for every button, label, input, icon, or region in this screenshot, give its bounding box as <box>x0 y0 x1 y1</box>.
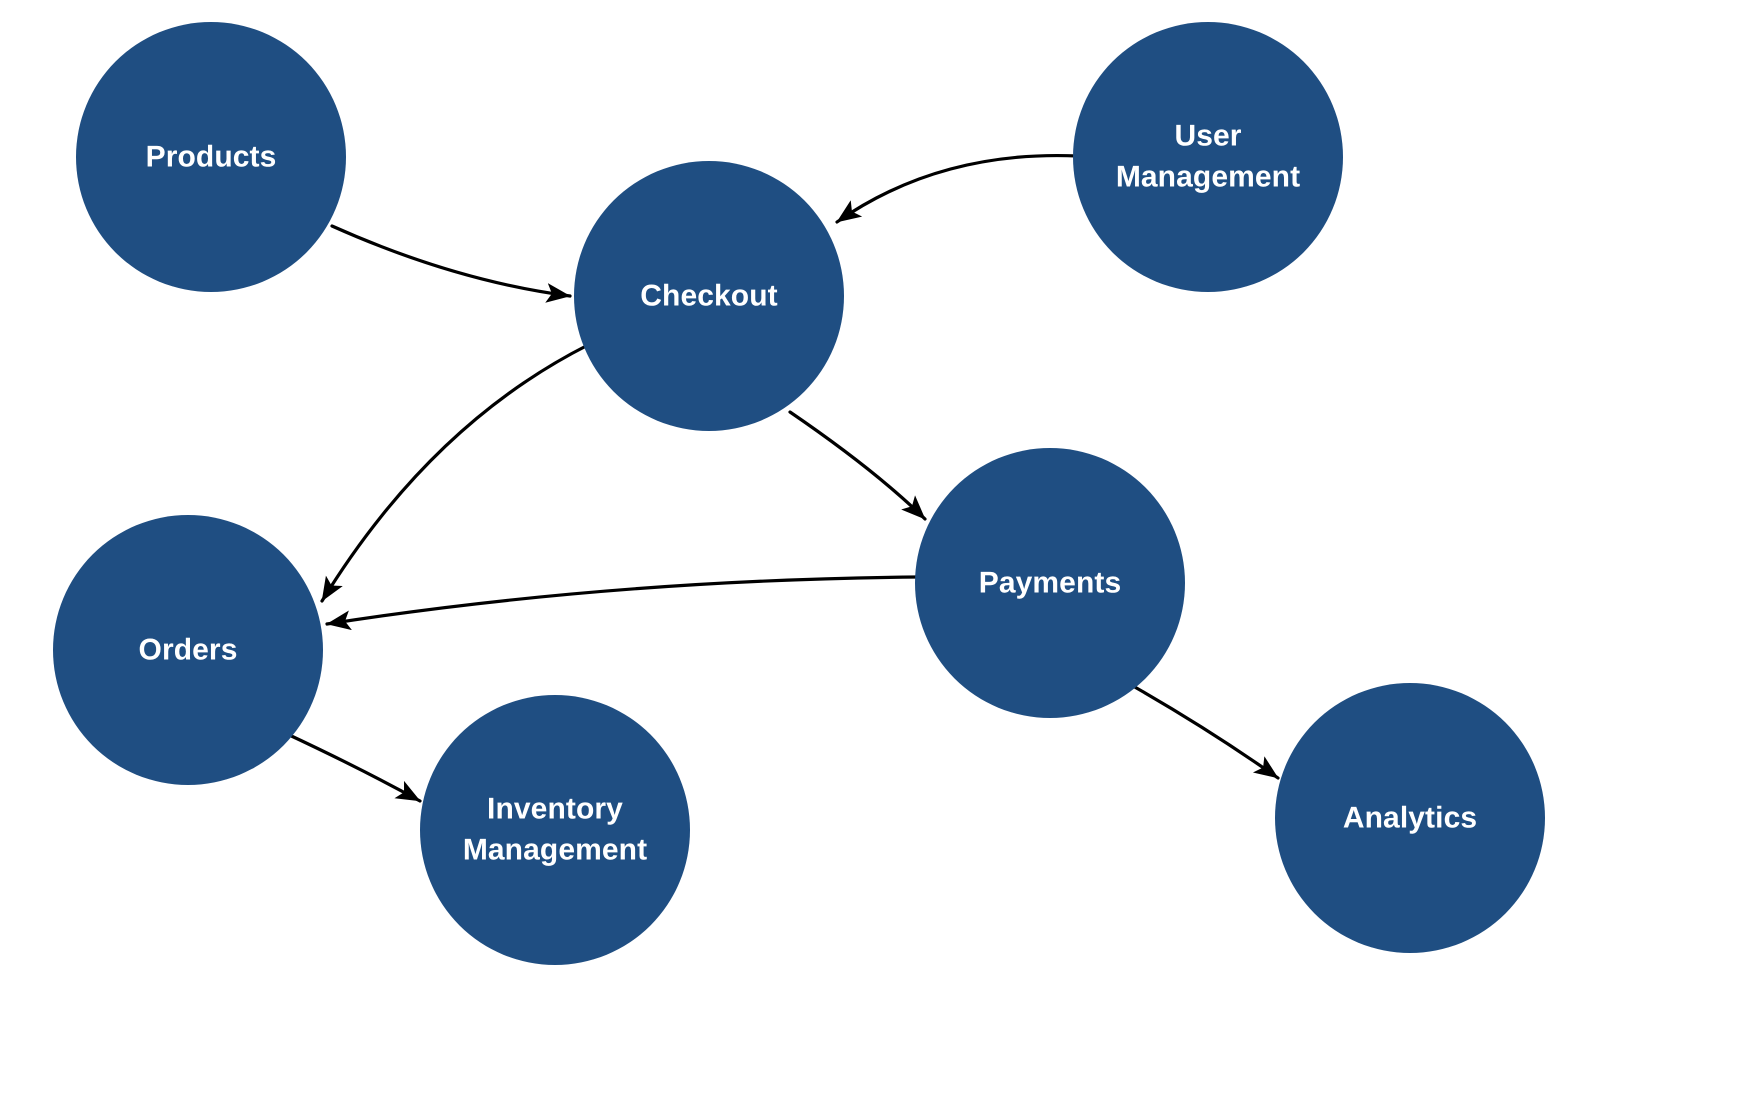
nodes-layer <box>53 22 1545 965</box>
edge-products-to-checkout[interactable] <box>330 224 572 303</box>
edge-payments-to-analytics[interactable] <box>1131 684 1280 780</box>
edge-orders-to-inventory[interactable] <box>283 731 422 803</box>
edge-checkout-to-orders[interactable] <box>320 343 590 603</box>
node-products[interactable] <box>76 22 346 292</box>
node-analytics[interactable] <box>1275 683 1545 953</box>
node-checkout[interactable] <box>574 161 844 431</box>
edges-layer <box>283 153 1280 803</box>
edge-user_mgmt-to-checkout[interactable] <box>835 153 1080 224</box>
edge-checkout-to-payments[interactable] <box>788 410 927 521</box>
node-inventory[interactable] <box>420 695 690 965</box>
node-payments[interactable] <box>915 448 1185 718</box>
node-user_mgmt[interactable] <box>1073 22 1343 292</box>
node-orders[interactable] <box>53 515 323 785</box>
edge-payments-to-orders[interactable] <box>325 575 919 631</box>
